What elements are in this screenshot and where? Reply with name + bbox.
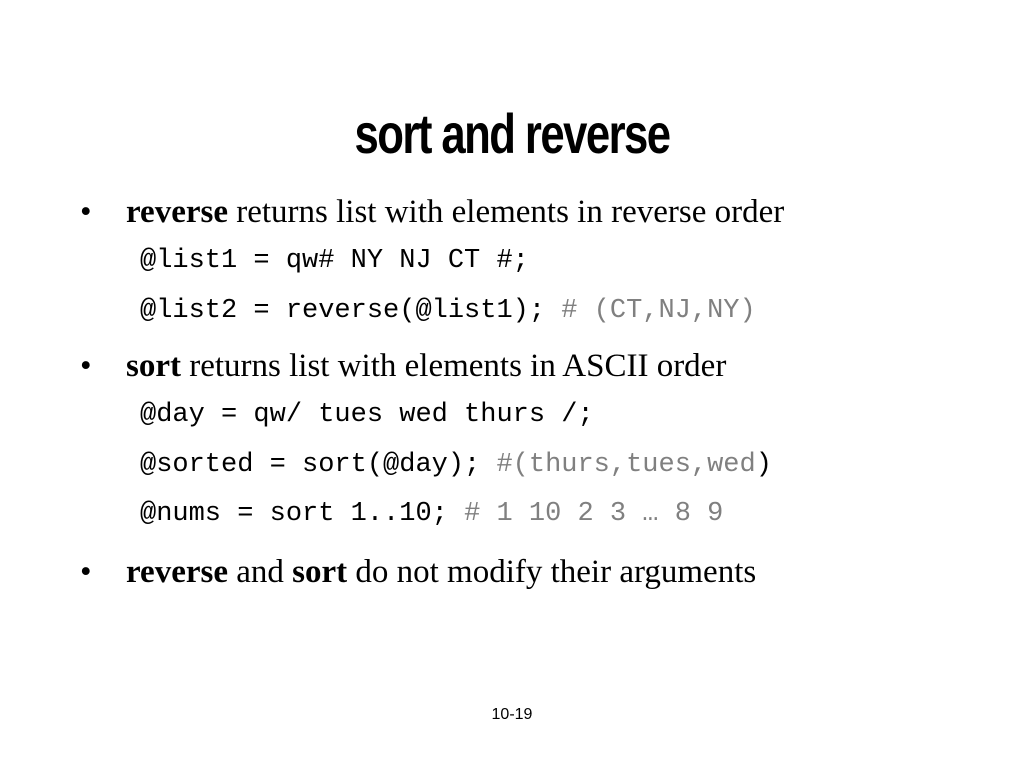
code-line: @list2 = reverse(@list1); # (CT,NJ,NY): [140, 294, 756, 328]
bullet-icon: •: [80, 348, 92, 384]
bullet-text: and: [227, 554, 293, 590]
code-comment: #(thurs,tues,wed: [496, 450, 756, 480]
bullet-sort: • sort returns list with elements in ASCI…: [80, 346, 726, 386]
bullet-keyword: sort: [292, 554, 348, 590]
code-text: @nums = sort 1..10;: [140, 499, 465, 529]
bullet-text: returns list with elements in ASCII orde…: [180, 348, 727, 384]
bullet-text: do not modify their arguments: [347, 554, 757, 590]
bullet-no-modify: • reverse and sort do not modify their ar…: [80, 552, 756, 592]
bullet-keyword: sort: [126, 348, 181, 384]
code-text: @day = qw/ tues wed thurs /;: [140, 400, 594, 430]
code-text: @sorted = sort(@day);: [140, 450, 497, 480]
bullet-reverse: • reverse returns list with elements in r…: [80, 192, 784, 232]
code-text: ): [755, 450, 772, 480]
bullet-text: returns list with elements in reverse or…: [227, 194, 785, 230]
code-line: @list1 = qw# NY NJ CT #;: [140, 244, 529, 278]
code-line: @sorted = sort(@day); #(thurs,tues,wed): [140, 448, 772, 482]
bullet-keyword: reverse: [126, 194, 228, 230]
code-text: @list2 = reverse(@list1);: [140, 296, 562, 326]
bullet-icon: •: [80, 194, 92, 230]
code-comment: # (CT,NJ,NY): [561, 296, 756, 326]
code-comment: # 1 10 2 3 … 8 9: [464, 499, 724, 529]
slide-number: 10-19: [491, 706, 533, 723]
bullet-keyword: reverse: [126, 554, 228, 590]
code-line: @nums = sort 1..10; # 1 10 2 3 … 8 9: [140, 497, 723, 531]
code-text: @list1 = qw# NY NJ CT #;: [140, 246, 529, 276]
bullet-icon: •: [80, 554, 92, 590]
code-line: @day = qw/ tues wed thurs /;: [140, 398, 594, 432]
slide-title: sort and reverse: [354, 102, 672, 165]
